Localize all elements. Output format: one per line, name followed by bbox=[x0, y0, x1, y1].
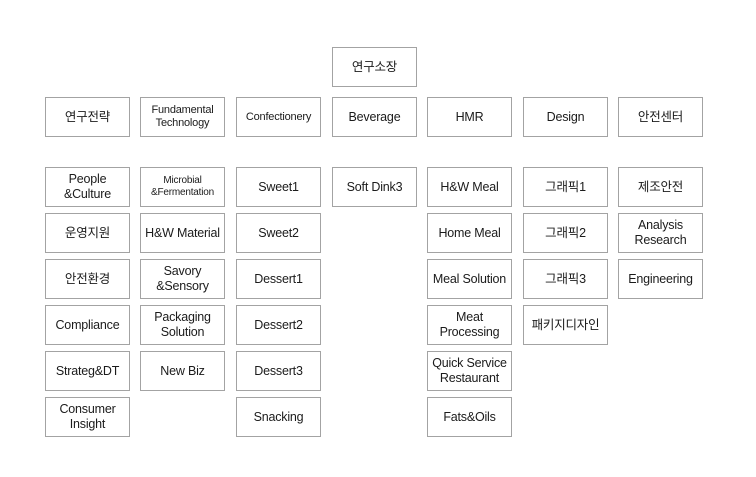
dept-header-safety-center: 안전센터 bbox=[618, 97, 703, 137]
team-box-sweet1: Sweet1 bbox=[236, 167, 321, 207]
team-box-microbial-fermentation: Microbial &Fermentation bbox=[140, 167, 225, 207]
team-box-analysis-research: Analysis Research bbox=[618, 213, 703, 253]
team-box-operations-support: 운영지원 bbox=[45, 213, 130, 253]
team-box-people-culture: People &Culture bbox=[45, 167, 130, 207]
team-box-fats-oils: Fats&Oils bbox=[427, 397, 512, 437]
team-box-engineering: Engineering bbox=[618, 259, 703, 299]
team-box-meat-processing: Meat Processing bbox=[427, 305, 512, 345]
dept-header-design: Design bbox=[523, 97, 608, 137]
team-box-compliance: Compliance bbox=[45, 305, 130, 345]
team-box-dessert3: Dessert3 bbox=[236, 351, 321, 391]
dept-header-hmr: HMR bbox=[427, 97, 512, 137]
team-box-packaging-solution: Packaging Solution bbox=[140, 305, 225, 345]
team-box-consumer-insight: Consumer Insight bbox=[45, 397, 130, 437]
team-box-graphic1: 그래픽1 bbox=[523, 167, 608, 207]
team-box-graphic2: 그래픽2 bbox=[523, 213, 608, 253]
team-box-savory-sensory: Savory &Sensory bbox=[140, 259, 225, 299]
team-box-quick-service-restaurant: Quick Service Restaurant bbox=[427, 351, 512, 391]
org-root-box: 연구소장 bbox=[332, 47, 417, 87]
team-box-meal-solution: Meal Solution bbox=[427, 259, 512, 299]
team-box-dessert2: Dessert2 bbox=[236, 305, 321, 345]
dept-header-fundamental-technology: Fundamental Technology bbox=[140, 97, 225, 137]
team-box-snacking: Snacking bbox=[236, 397, 321, 437]
team-box-hw-material: H&W Material bbox=[140, 213, 225, 253]
team-box-sweet2: Sweet2 bbox=[236, 213, 321, 253]
team-box-home-meal: Home Meal bbox=[427, 213, 512, 253]
team-box-graphic3: 그래픽3 bbox=[523, 259, 608, 299]
team-box-manufacturing-safety: 제조안전 bbox=[618, 167, 703, 207]
dept-header-confectionery: Confectionery bbox=[236, 97, 321, 137]
team-box-soft-drink3: Soft Dink3 bbox=[332, 167, 417, 207]
dept-header-research-strategy: 연구전략 bbox=[45, 97, 130, 137]
team-box-safety-environment: 안전환경 bbox=[45, 259, 130, 299]
team-box-hw-meal: H&W Meal bbox=[427, 167, 512, 207]
dept-header-beverage: Beverage bbox=[332, 97, 417, 137]
team-box-dessert1: Dessert1 bbox=[236, 259, 321, 299]
team-box-strategy-dt: Strateg&DT bbox=[45, 351, 130, 391]
team-box-new-biz: New Biz bbox=[140, 351, 225, 391]
team-box-package-design: 패키지디자인 bbox=[523, 305, 608, 345]
